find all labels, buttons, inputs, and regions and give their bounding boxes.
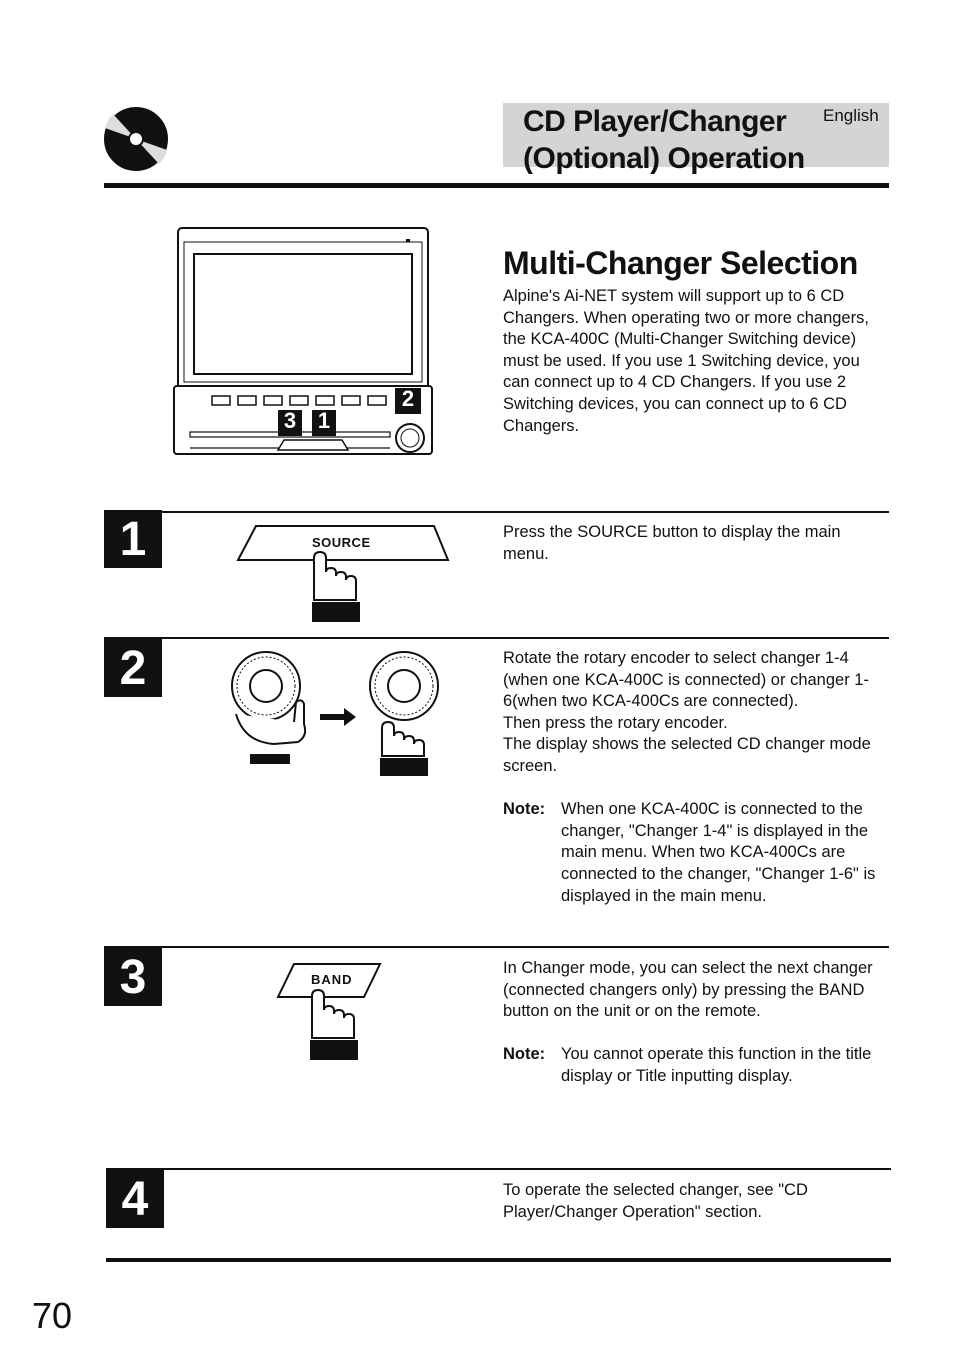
step-3-text-block: In Changer mode, you can select the next… bbox=[503, 958, 889, 1088]
step-2-line-2: Then press the rotary encoder. bbox=[503, 713, 728, 732]
step-3-note: Note: You cannot operate this function i… bbox=[503, 1044, 889, 1087]
section-heading: Multi-Changer Selection bbox=[503, 245, 858, 281]
step-2-number: 2 bbox=[104, 639, 162, 697]
language-label: English bbox=[823, 106, 879, 125]
header-rule bbox=[104, 183, 889, 188]
step-2-text: Rotate the rotary encoder to select chan… bbox=[503, 648, 889, 907]
step-1-text: Press the SOURCE button to display the m… bbox=[503, 523, 841, 563]
cd-disc-icon bbox=[104, 107, 168, 171]
title-line-2: (Optional) Operation bbox=[523, 142, 805, 175]
head-unit-illustration bbox=[173, 227, 433, 455]
step-4-number: 4 bbox=[106, 1170, 164, 1228]
step-3-rule bbox=[104, 946, 889, 948]
band-button-label: BAND bbox=[311, 972, 353, 987]
source-button-label: SOURCE bbox=[312, 535, 371, 550]
callout-1: 1 bbox=[317, 408, 331, 433]
step-3-text: In Changer mode, you can select the next… bbox=[503, 959, 873, 1021]
footer-rule bbox=[106, 1258, 891, 1262]
step-4-rule bbox=[106, 1168, 891, 1170]
source-button-illustration bbox=[236, 525, 450, 622]
step-4-text: To operate the selected changer, see "CD… bbox=[503, 1181, 808, 1221]
header-band bbox=[503, 103, 889, 167]
callout-3: 3 bbox=[283, 408, 297, 433]
page-title: CD Player/Changer (Optional) Operation bbox=[523, 103, 823, 177]
step-2-note: Note: When one KCA-400C is connected to … bbox=[503, 799, 889, 907]
section-intro: Alpine's Ai-NET system will support up t… bbox=[503, 287, 869, 435]
rotary-encoder-illustration bbox=[231, 651, 439, 776]
note-label: Note: bbox=[503, 1045, 546, 1064]
note-label: Note: bbox=[503, 800, 546, 819]
step-2-line-1: Rotate the rotary encoder to select chan… bbox=[503, 649, 869, 711]
band-button-illustration bbox=[276, 963, 382, 1060]
step-2-rule bbox=[104, 637, 889, 639]
step-1-number: 1 bbox=[104, 510, 162, 568]
note-text: You cannot operate this function in the … bbox=[561, 1045, 872, 1085]
note-text: When one KCA-400C is connected to the ch… bbox=[561, 800, 876, 905]
step-1-rule bbox=[104, 511, 889, 513]
callout-2: 2 bbox=[401, 386, 415, 411]
title-line-1: CD Player/Changer bbox=[523, 105, 787, 138]
step-3-number: 3 bbox=[104, 948, 162, 1006]
step-2-line-3: The display shows the selected CD change… bbox=[503, 735, 871, 775]
page-number: 70 bbox=[32, 1295, 73, 1336]
